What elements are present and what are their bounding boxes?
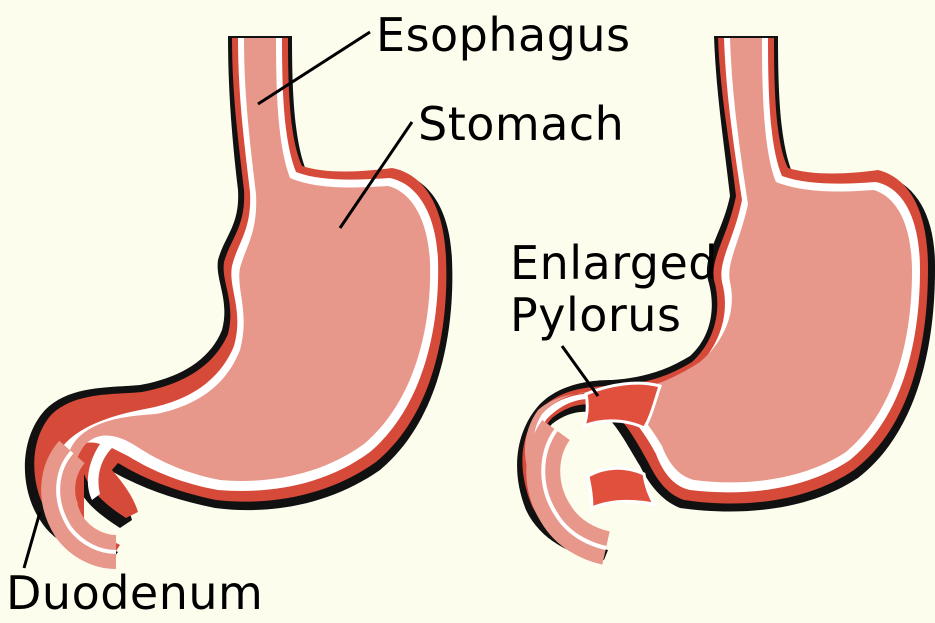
normal-stomach bbox=[25, 36, 453, 560]
esophagus-label: Esophagus bbox=[376, 12, 631, 58]
enlarged-pylorus-muscle-lower bbox=[588, 468, 654, 508]
stomach-label: Stomach bbox=[418, 101, 624, 147]
enlarged-pylorus-label-line1: Enlarged bbox=[510, 240, 718, 286]
duodenum-leader-line bbox=[24, 512, 40, 568]
duodenum-label: Duodenum bbox=[6, 570, 263, 616]
enlarged-pylorus-label-line2: Pylorus bbox=[510, 292, 681, 338]
